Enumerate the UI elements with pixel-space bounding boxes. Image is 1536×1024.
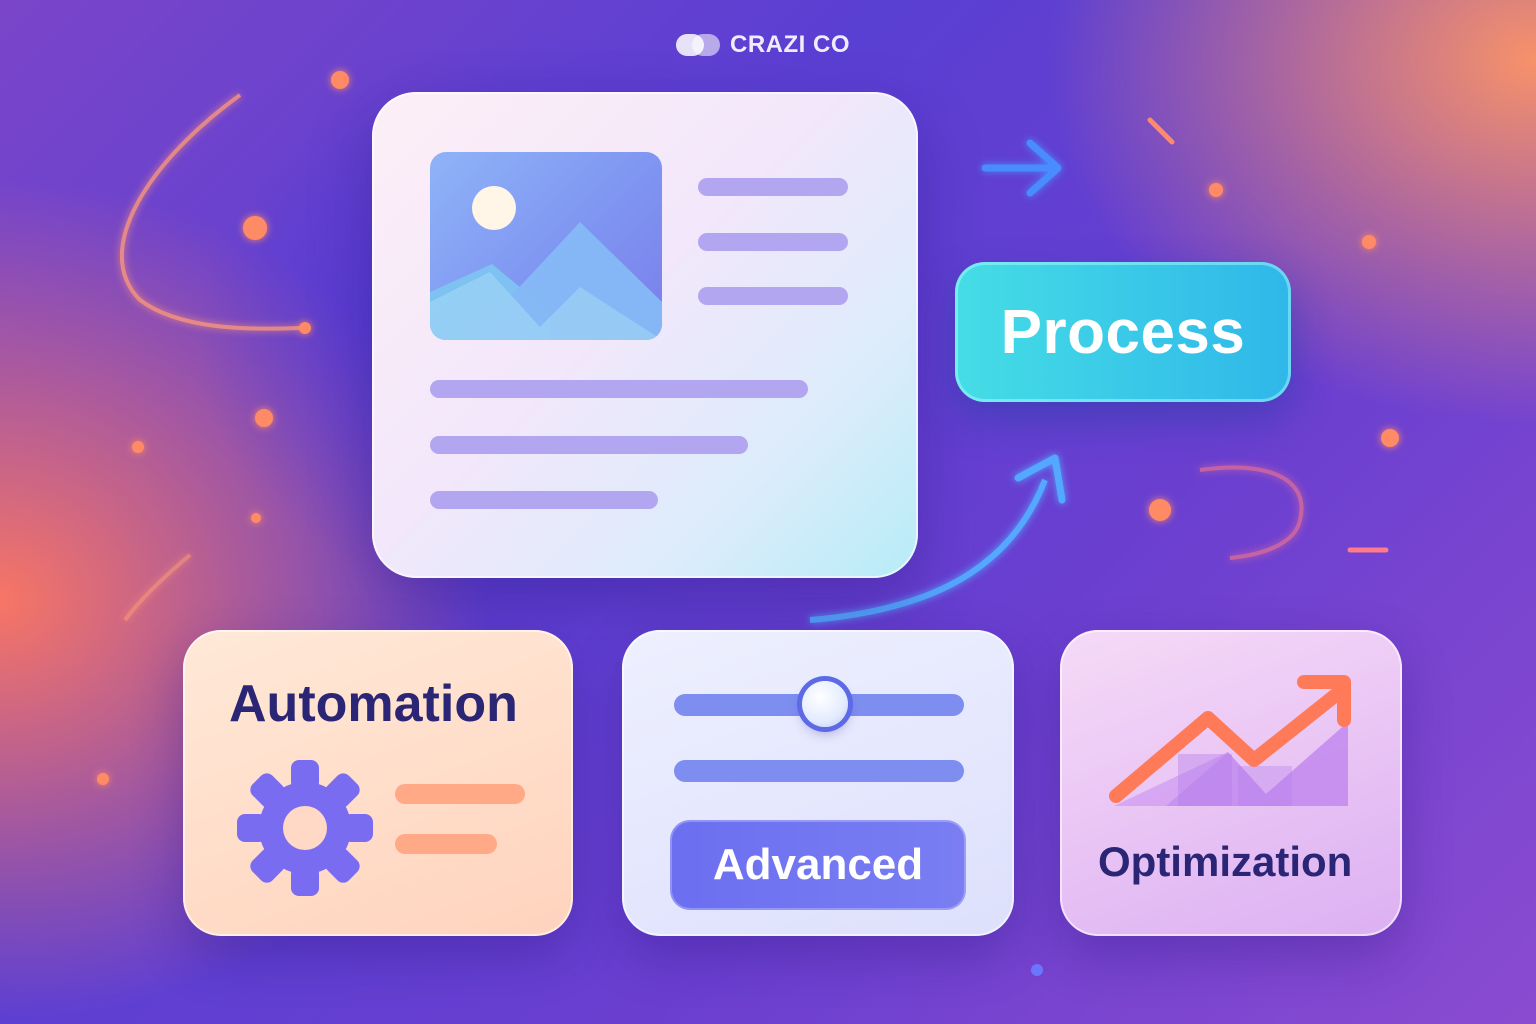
brand: CRAZI CO [676, 30, 850, 60]
advanced-card: Advanced [622, 630, 1014, 936]
optimization-card: Optimization [1060, 630, 1402, 936]
growth-chart-icon [1109, 675, 1351, 806]
advanced-button[interactable]: Advanced [670, 820, 966, 910]
text-line-placeholder [698, 178, 848, 196]
process-button[interactable]: Process [955, 262, 1291, 402]
text-line-placeholder [698, 287, 848, 305]
image-icon [430, 152, 662, 340]
text-line-placeholder [430, 380, 808, 398]
brand-name: CRAZI CO [730, 31, 850, 58]
gear-icon [237, 760, 373, 896]
automation-title: Automation [229, 675, 518, 733]
text-line-placeholder [698, 233, 848, 251]
text-line-placeholder [395, 834, 497, 854]
settings-line [674, 760, 964, 782]
decorative-dot [251, 513, 261, 523]
automation-card: Automation [183, 630, 573, 936]
flow-arrow-head-icon [1014, 454, 1066, 504]
decorative-dot [1209, 183, 1223, 197]
optimization-title: Optimization [1098, 838, 1353, 885]
decorative-arc [1199, 465, 1304, 560]
decorative-dot [1362, 235, 1376, 249]
decorative-dash [1147, 117, 1175, 145]
right-arrow-icon [981, 139, 1062, 197]
decorative-dot [1031, 964, 1043, 976]
slider-knob[interactable] [801, 681, 848, 727]
brand-logo-icon [676, 30, 722, 60]
decorative-dot [1149, 499, 1171, 521]
advanced-button-label: Advanced [712, 840, 924, 889]
decorative-dot [1381, 429, 1399, 447]
decorative-dot [255, 409, 273, 427]
decorative-arc [123, 553, 192, 622]
decorative-dot [97, 773, 109, 785]
content-card [372, 92, 918, 578]
decorative-dot [132, 441, 144, 453]
mountains-icon [430, 222, 662, 340]
decorative-arc [120, 93, 301, 331]
process-button-label: Process [1000, 297, 1246, 367]
text-line-placeholder [395, 784, 525, 804]
text-line-placeholder [430, 491, 658, 509]
decorative-dot [331, 71, 349, 89]
decorative-dot [243, 216, 267, 240]
text-line-placeholder [430, 436, 748, 454]
sun-icon [472, 186, 516, 230]
decorative-dot [299, 322, 311, 334]
